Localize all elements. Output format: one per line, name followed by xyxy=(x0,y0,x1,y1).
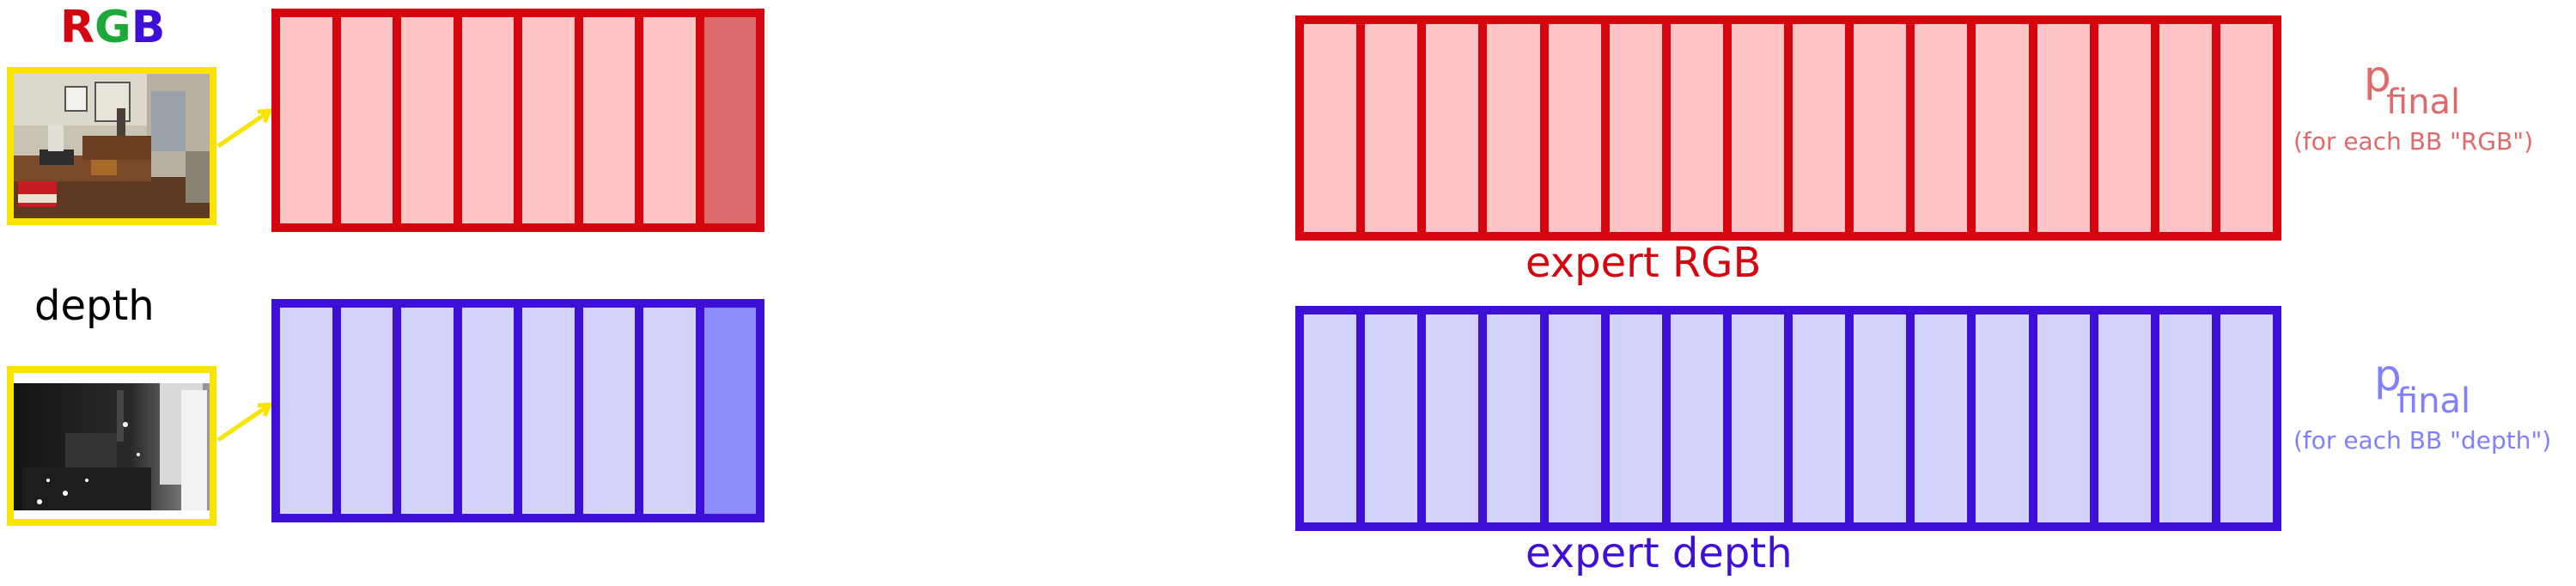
expert-depth-cell xyxy=(1609,314,1671,522)
expert-rgb-cell xyxy=(2098,24,2159,232)
depth-output-subscript: final xyxy=(2396,382,2471,421)
expert-depth-cell xyxy=(1304,314,1366,522)
depth-feature-cell xyxy=(582,308,643,514)
rgb-feature-cell xyxy=(643,17,704,223)
expert-rgb-cell xyxy=(1854,24,1915,232)
expert-rgb-cell xyxy=(1365,24,1427,232)
rgb-feature-cell xyxy=(522,17,583,223)
expert-rgb-cell xyxy=(1548,24,1610,232)
rgb-output-p-symbol: p xyxy=(2364,52,2391,101)
rgb-output-note: (for each BB "RGB") xyxy=(2293,127,2534,156)
depth-feature-cell-highlighted xyxy=(703,308,756,514)
rgb-feature-bar xyxy=(271,9,764,232)
expert-depth-cell xyxy=(1365,314,1427,522)
expert-rgb-cell xyxy=(1976,24,2037,232)
expert-rgb-cell xyxy=(1915,24,1976,232)
expert-rgb-cell xyxy=(1426,24,1488,232)
depth-feature-bar xyxy=(271,299,764,522)
rgb-output-p: p xyxy=(2364,52,2391,101)
depth-feature-cell xyxy=(280,308,341,514)
expert-depth-cell xyxy=(1976,314,2037,522)
expert-rgb-cell xyxy=(2220,24,2273,232)
depth-output-p-symbol: p xyxy=(2374,351,2402,400)
expert-depth-cell xyxy=(1915,314,1976,522)
depth-feature-cell xyxy=(340,308,401,514)
expert-depth-cell xyxy=(1854,314,1915,522)
depth-output-note: (for each BB "depth") xyxy=(2293,426,2552,455)
depth-map-icon xyxy=(14,373,210,519)
expert-rgb-cell xyxy=(2037,24,2098,232)
rgb-office-scene-icon xyxy=(14,74,210,218)
expert-depth-cell xyxy=(1793,314,1854,522)
depth-feature-cell xyxy=(522,308,583,514)
expert-rgb-cell xyxy=(1609,24,1671,232)
expert-rgb-cell xyxy=(2159,24,2220,232)
depth-feature-cell xyxy=(461,308,522,514)
rgb-connector-arrow xyxy=(216,108,274,149)
rgb-label-b: B xyxy=(131,2,166,53)
rgb-label-g: G xyxy=(94,2,131,53)
expert-rgb-cell xyxy=(1304,24,1366,232)
depth-feature-cell xyxy=(401,308,462,514)
rgb-feature-cell xyxy=(461,17,522,223)
rgb-label-r: R xyxy=(60,2,95,53)
rgb-feature-cell xyxy=(340,17,401,223)
rgb-thumbnail-image xyxy=(7,67,216,225)
expert-depth-bar xyxy=(1295,306,2281,531)
expert-depth-cell xyxy=(2037,314,2098,522)
expert-rgb-cell xyxy=(1731,24,1793,232)
expert-depth-cell xyxy=(1731,314,1793,522)
expert-depth-cell xyxy=(1548,314,1610,522)
expert-depth-label: expert depth xyxy=(1526,529,1793,577)
rgb-feature-cell xyxy=(401,17,462,223)
expert-rgb-cell xyxy=(1670,24,1732,232)
depth-thumbnail-image xyxy=(7,366,216,526)
rgb-output-subscript: final xyxy=(2386,82,2461,122)
expert-rgb-cell xyxy=(1793,24,1854,232)
expert-depth-cell xyxy=(1670,314,1732,522)
depth-feature-cell xyxy=(643,308,704,514)
rgb-feature-cell xyxy=(280,17,341,223)
expert-rgb-bar xyxy=(1295,15,2281,241)
expert-depth-cell xyxy=(2098,314,2159,522)
rgb-feature-cell-highlighted xyxy=(703,17,756,223)
expert-rgb-cell xyxy=(1487,24,1549,232)
rgb-feature-cell xyxy=(582,17,643,223)
depth-connector-arrow xyxy=(216,402,274,443)
expert-depth-cell xyxy=(2159,314,2220,522)
expert-rgb-label: expert RGB xyxy=(1526,239,1762,287)
expert-depth-cell xyxy=(1487,314,1549,522)
expert-depth-cell xyxy=(1426,314,1488,522)
expert-depth-cell xyxy=(2220,314,2273,522)
rgb-input-label: RGB xyxy=(60,2,165,53)
depth-input-label: depth xyxy=(34,282,155,330)
depth-output-p: p xyxy=(2374,351,2402,400)
